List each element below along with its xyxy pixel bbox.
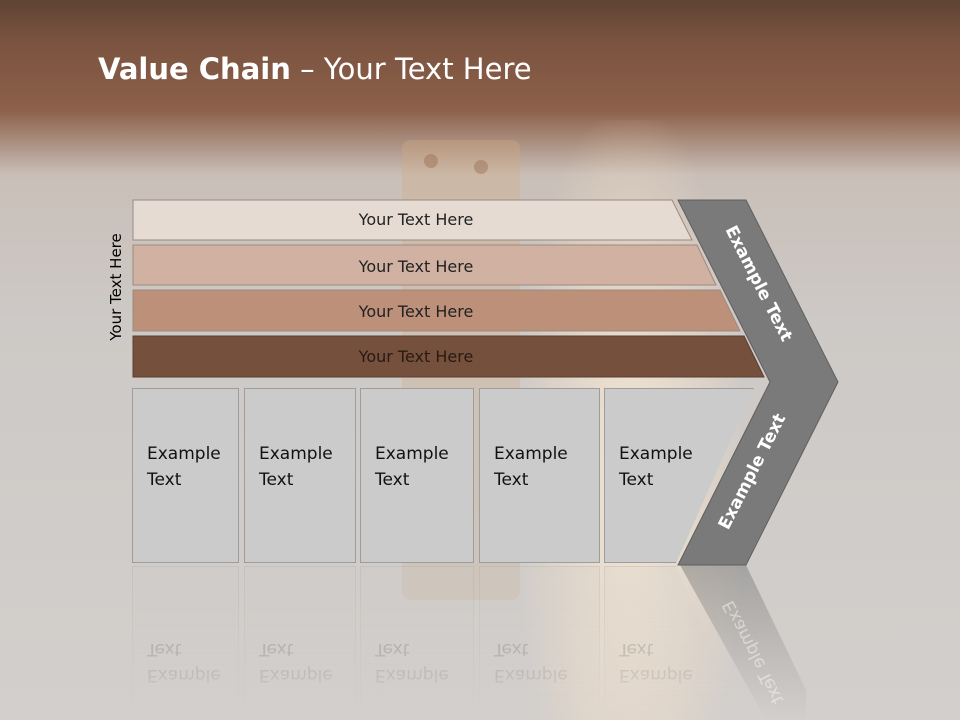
band-4-label: Your Text Here <box>358 347 474 366</box>
activity-box-1[interactable]: Example Text <box>132 388 239 563</box>
slide-title: Value Chain – Your Text Here <box>98 52 532 86</box>
band-1[interactable] <box>132 199 693 241</box>
reflection-box: Example Text <box>244 566 356 720</box>
reflection-box-label: Example Text <box>259 639 333 685</box>
reflection-box-label: Example Text <box>494 639 568 685</box>
band-2[interactable] <box>132 244 717 286</box>
band-3-label: Your Text Here <box>358 302 474 321</box>
title-rest: – Your Text Here <box>290 52 532 86</box>
reflection-box-label: Example Text <box>375 639 449 685</box>
activity-box-2-label: Example Text <box>259 444 333 490</box>
activity-box-4[interactable]: Example Text <box>479 388 600 563</box>
plate-hole <box>424 154 438 168</box>
reflection-box-label: Example Text <box>619 639 693 685</box>
title-bold: Value Chain <box>98 52 291 86</box>
reflection-box: Example Text <box>479 566 600 720</box>
activity-box-3[interactable]: Example Text <box>360 388 474 563</box>
band-2-label: Your Text Here <box>358 257 474 276</box>
activity-box-4-label: Example Text <box>494 444 568 490</box>
activity-box-3-label: Example Text <box>375 444 449 490</box>
reflection-box: Example Text <box>360 566 474 720</box>
activity-box-1-label: Example Text <box>147 444 221 490</box>
boxes-reflection: Example Text Example Text Example Text E… <box>0 566 960 720</box>
activity-box-2[interactable]: Example Text <box>244 388 356 563</box>
reflection-box-label: Example Text <box>147 639 221 685</box>
chevron-shape[interactable] <box>677 199 839 566</box>
reflection-box: Example Text <box>132 566 239 720</box>
activity-box-5-label: Example Text <box>619 444 693 490</box>
band-4[interactable] <box>132 335 765 378</box>
reflection-box: Example Text <box>604 566 754 720</box>
plate-hole <box>474 160 488 174</box>
band-1-label: Your Text Here <box>358 210 474 229</box>
chevron-reflection <box>680 565 806 720</box>
band-3[interactable] <box>132 289 741 332</box>
